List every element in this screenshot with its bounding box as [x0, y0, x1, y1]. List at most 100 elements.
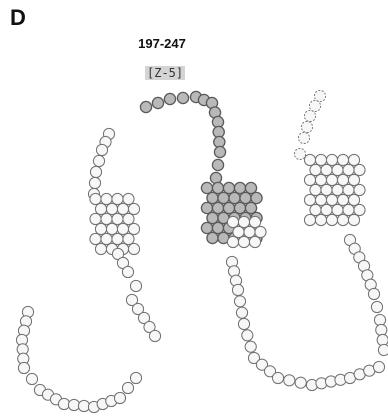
right-sheet-bead [343, 204, 354, 215]
central-strand-bead [152, 97, 163, 108]
right-sheet-bead [332, 184, 343, 195]
right-strand-bead [377, 334, 388, 345]
left-sheet-bead [95, 243, 106, 254]
right-sheet-bead [337, 174, 348, 185]
left-sheet-bead [112, 233, 123, 244]
left-sheet-bead [90, 233, 101, 244]
right-sheet-bead [304, 194, 315, 205]
fragment-bead [149, 330, 160, 341]
bottom-left-strand-bead [26, 373, 37, 384]
left-sheet-bead [117, 223, 128, 234]
left-sheet-bead [117, 203, 128, 214]
central-sheet-bead [207, 232, 218, 243]
left-strand-bead [90, 166, 101, 177]
left-sheet-bead [106, 203, 117, 214]
central-sheet-bead [201, 222, 212, 233]
central-sheet-bead [207, 212, 218, 223]
central-sheet-bead [223, 202, 234, 213]
central-sheet-bead [227, 216, 238, 227]
right-strand-bead [374, 314, 385, 325]
left-strand-bead [130, 280, 141, 291]
right-sheet-bead [304, 214, 315, 225]
central-strand-bead [212, 159, 223, 170]
left-sheet-bead [123, 233, 134, 244]
left-sheet-bead [90, 193, 101, 204]
right-sheet-bead [354, 204, 365, 215]
right-sheet-bead [326, 214, 337, 225]
right-strand-bead [309, 100, 320, 111]
central-strand-bead [236, 307, 247, 318]
right-strand-bead [301, 121, 312, 132]
central-strand-bead [284, 375, 295, 386]
central-sheet-bead [212, 182, 223, 193]
bottom-left-strand-bead [78, 400, 89, 411]
right-sheet-bead [321, 164, 332, 175]
left-sheet-bead [128, 223, 139, 234]
right-sheet-bead [332, 164, 343, 175]
bottom-left-strand-bead [122, 382, 133, 393]
central-strand-bead [214, 146, 225, 157]
central-sheet-bead [249, 236, 260, 247]
central-sheet-bead [223, 182, 234, 193]
central-strand-bead [295, 377, 306, 388]
right-strand-bead [378, 344, 388, 355]
central-sheet-bead [218, 192, 229, 203]
central-sheet-bead [234, 182, 245, 193]
left-sheet-bead [123, 213, 134, 224]
right-sheet-bead [315, 214, 326, 225]
right-sheet-bead [337, 214, 348, 225]
right-strand-bead [314, 90, 325, 101]
left-sheet-bead [101, 213, 112, 224]
central-strand-bead [210, 172, 221, 183]
central-sheet-bead [212, 222, 223, 233]
right-sheet-bead [354, 184, 365, 195]
right-sheet-bead [326, 194, 337, 205]
central-sheet-bead [244, 226, 255, 237]
right-strand-bead [368, 288, 379, 299]
central-sheet-bead [238, 236, 249, 247]
bottom-left-strand-bead [68, 399, 79, 410]
right-sheet-bead [321, 204, 332, 215]
central-strand-bead [140, 101, 151, 112]
right-sheet-bead [332, 204, 343, 215]
left-sheet-bead [112, 213, 123, 224]
bottom-left-strand-bead [58, 398, 69, 409]
central-strand-bead [177, 92, 188, 103]
central-sheet-bead [240, 192, 251, 203]
right-sheet-bead [326, 154, 337, 165]
central-strand-bead [245, 341, 256, 352]
right-strand-bead [294, 148, 305, 159]
left-strand-bead [122, 266, 133, 277]
central-sheet-bead [201, 202, 212, 213]
central-sheet-bead [233, 226, 244, 237]
left-sheet-bead [95, 203, 106, 214]
right-sheet-bead [337, 154, 348, 165]
left-sheet-bead [95, 223, 106, 234]
bottom-left-strand-bead [18, 362, 29, 373]
central-sheet-bead [229, 192, 240, 203]
right-sheet-bead [326, 174, 337, 185]
central-strand-bead [373, 361, 384, 372]
right-strand-bead [371, 301, 382, 312]
central-sheet-bead [201, 182, 212, 193]
left-sheet-bead [101, 193, 112, 204]
central-strand-bead [234, 296, 245, 307]
right-sheet-bead [348, 174, 359, 185]
right-sheet-bead [348, 194, 359, 205]
left-strand-bead [96, 144, 107, 155]
left-strand-bead [89, 177, 100, 188]
central-strand-bead [238, 318, 249, 329]
left-sheet-bead [90, 213, 101, 224]
central-strand-bead [272, 372, 283, 383]
left-sheet-bead [106, 223, 117, 234]
central-sheet-bead [255, 226, 266, 237]
right-sheet-bead [348, 154, 359, 165]
central-sheet-bead [238, 216, 249, 227]
left-strand-bead [93, 155, 104, 166]
central-sheet-bead [234, 202, 245, 213]
right-sheet-bead [310, 204, 321, 215]
central-strand-bead [242, 330, 253, 341]
right-sheet-bead [315, 174, 326, 185]
right-strand-bead [376, 324, 387, 335]
